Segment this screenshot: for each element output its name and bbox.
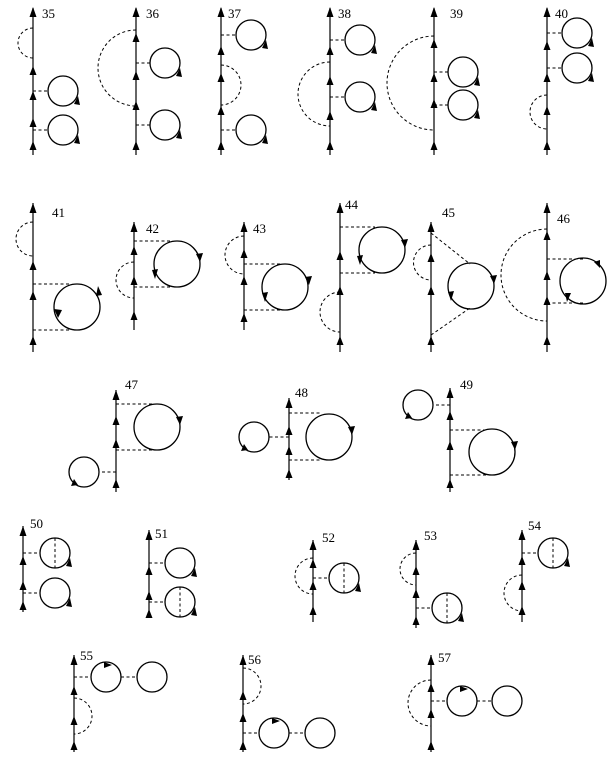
diagram-label: 41 — [52, 205, 65, 220]
diagram-37: 37 — [217, 6, 268, 155]
diagram-50: 50 — [19, 516, 72, 612]
diagram-label: 56 — [248, 652, 262, 667]
diagram-55: 55 — [70, 648, 168, 752]
diagram-39: 39 — [386, 6, 480, 155]
diagram-label: 50 — [30, 516, 43, 531]
diagram-label: 49 — [460, 377, 473, 392]
diagram-label: 38 — [338, 6, 351, 21]
diagram-52: 52 — [294, 530, 361, 622]
diagram-46: 46 — [500, 203, 607, 352]
diagram-label: 52 — [322, 530, 335, 545]
diagram-44: 44 — [319, 197, 408, 352]
diagram-label: 42 — [146, 221, 159, 236]
diagram-56: 56 — [239, 652, 336, 752]
diagram-45: 45 — [413, 205, 497, 352]
diagram-label: 57 — [438, 650, 452, 665]
diagram-label: 53 — [424, 528, 437, 543]
diagram-57: 57 — [407, 650, 523, 752]
diagram-40: 40 — [529, 6, 594, 155]
diagram-label: 54 — [528, 518, 542, 533]
diagram-label: 35 — [42, 6, 55, 21]
diagram-47: 47 — [68, 377, 183, 492]
diagram-label: 37 — [228, 6, 242, 21]
diagram-51: 51 — [145, 526, 197, 618]
diagram-label: 44 — [345, 197, 359, 212]
diagram-38: 38 — [297, 6, 377, 155]
diagram-43: 43 — [224, 221, 312, 330]
diagram-label: 39 — [450, 6, 463, 21]
diagram-label: 47 — [125, 377, 139, 392]
diagram-label: 46 — [557, 211, 571, 226]
diagram-53: 53 — [399, 528, 464, 628]
diagram-label: 36 — [146, 6, 160, 21]
diagram-41: 41 — [15, 203, 102, 352]
diagram-label: 48 — [295, 385, 308, 400]
diagram-label: 43 — [253, 221, 266, 236]
diagram-48: 48 — [238, 385, 355, 480]
diagram-label: 55 — [80, 648, 93, 663]
diagram-42: 42 — [115, 221, 203, 330]
diagram-label: 40 — [555, 6, 568, 21]
diagram-54: 54 — [503, 518, 570, 622]
diagram-label: 51 — [155, 526, 168, 541]
diagram-36: 36 — [97, 6, 182, 155]
diagram-35: 35 — [17, 6, 80, 155]
diagram-49: 49 — [402, 377, 518, 492]
diagram-label: 45 — [442, 205, 455, 220]
